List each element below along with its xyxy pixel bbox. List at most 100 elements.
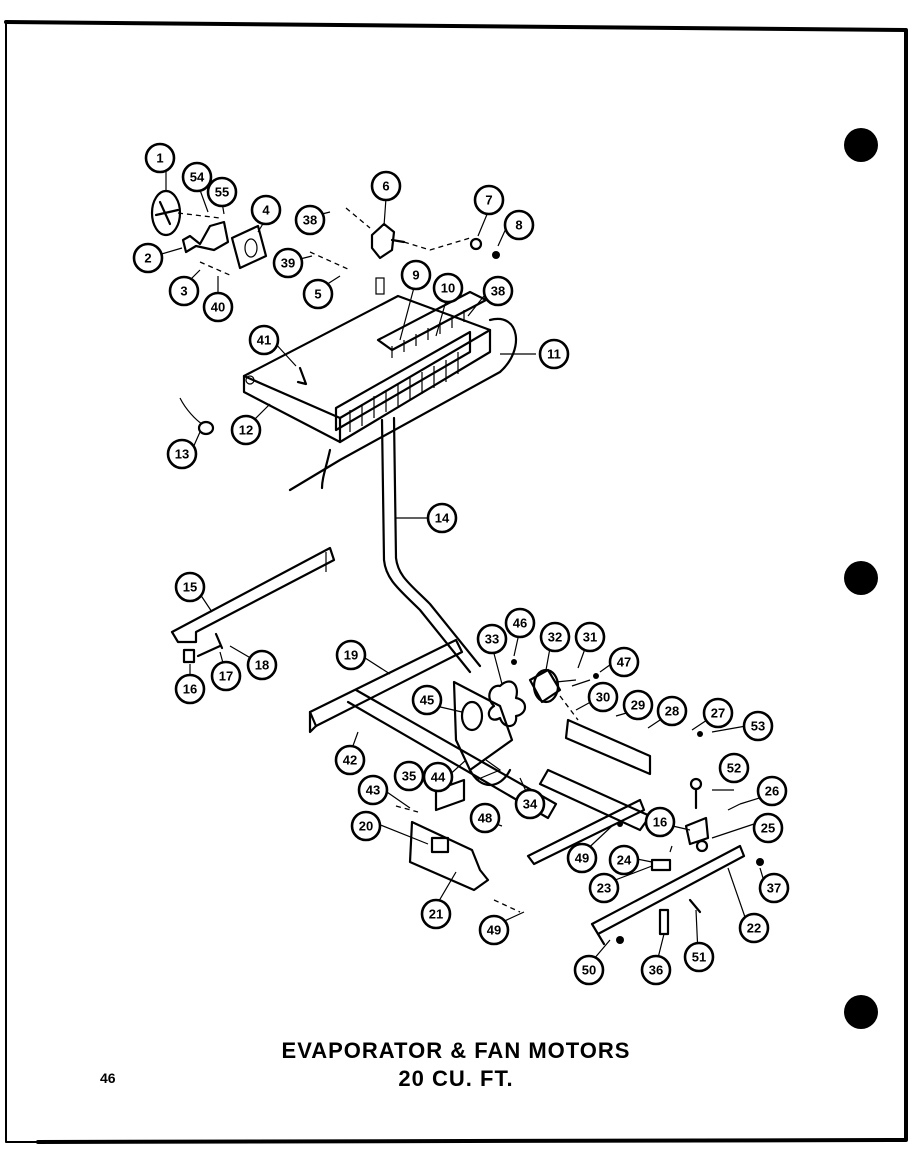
callout-label: 40	[211, 300, 225, 315]
callout-27: 27	[702, 697, 734, 729]
diagram-title: EVAPORATOR & FAN MOTORS	[281, 1038, 631, 1063]
callout-37: 37	[758, 872, 790, 904]
callout-35: 35	[393, 760, 425, 792]
callout-label: 46	[513, 616, 527, 631]
callout-label: 49	[487, 923, 501, 938]
drain-tube	[380, 416, 482, 674]
evaporator-fan	[487, 659, 599, 728]
callout-label: 33	[485, 632, 499, 647]
callout-30: 30	[587, 681, 619, 713]
page-number: 46	[100, 1070, 116, 1086]
callout-18: 18	[246, 649, 278, 681]
callout-19: 19	[335, 639, 367, 671]
callout-label: 5	[314, 287, 321, 302]
callout-23: 23	[588, 872, 620, 904]
callout-label: 55	[215, 185, 229, 200]
callout-label: 31	[583, 630, 597, 645]
fan-motor-frame	[308, 638, 652, 866]
callout-label: 15	[183, 580, 197, 595]
callout-label: 38	[491, 284, 505, 299]
callout-34: 34	[514, 788, 546, 820]
callout-53: 53	[742, 710, 774, 742]
callout-36: 36	[640, 954, 672, 986]
diagram-subtitle: 20 CU. FT.	[398, 1066, 514, 1091]
callout-39: 39	[272, 247, 304, 279]
callout-2: 2	[132, 242, 164, 274]
callout-33: 33	[476, 623, 508, 655]
callout-49: 49	[478, 914, 510, 946]
callout-label: 48	[478, 811, 492, 826]
callout-20: 20	[350, 810, 382, 842]
callout-label: 4	[262, 203, 270, 218]
callout-label: 27	[711, 706, 725, 721]
callout-label: 20	[359, 819, 373, 834]
callout-label: 30	[596, 690, 610, 705]
callout-45: 45	[411, 684, 443, 716]
support-bracket	[590, 731, 764, 946]
callout-51: 51	[683, 941, 715, 973]
page-frame	[4, 20, 908, 1144]
callout-15: 15	[174, 571, 206, 603]
callout-10: 10	[432, 272, 464, 304]
callout-24: 24	[608, 844, 640, 876]
callout-label: 54	[190, 170, 205, 185]
callout-32: 32	[539, 621, 571, 653]
callout-38: 38	[482, 275, 514, 307]
callout-28: 28	[656, 695, 688, 727]
callout-label: 2	[144, 251, 151, 266]
callout-label: 18	[255, 658, 269, 673]
callout-label: 6	[382, 179, 389, 194]
callout-label: 8	[515, 218, 522, 233]
callout-29: 29	[622, 689, 654, 721]
callout-label: 22	[747, 921, 761, 936]
callout-54: 54	[181, 161, 213, 193]
callout-26: 26	[756, 775, 788, 807]
callout-label: 14	[435, 511, 450, 526]
callout-label: 28	[665, 704, 679, 719]
callout-22: 22	[738, 912, 770, 944]
callout-42: 42	[334, 744, 366, 776]
callout-label: 42	[343, 753, 357, 768]
callout-label: 41	[257, 333, 271, 348]
callout-label: 13	[175, 447, 189, 462]
callout-label: 24	[617, 853, 632, 868]
callout-label: 12	[239, 423, 253, 438]
callout-label: 3	[180, 284, 187, 299]
callout-11: 11	[538, 338, 570, 370]
callout-44: 44	[422, 761, 454, 793]
callout-label: 34	[523, 797, 538, 812]
callout-12: 12	[230, 414, 262, 446]
callout-4: 4	[250, 194, 282, 226]
callout-label: 52	[727, 761, 741, 776]
callout-21: 21	[420, 898, 452, 930]
callout-label: 44	[431, 770, 446, 785]
callout-label: 49	[575, 851, 589, 866]
callout-label: 25	[761, 821, 775, 836]
fan-blade-assembly	[150, 189, 268, 277]
callout-label: 29	[631, 698, 645, 713]
callout-5: 5	[302, 278, 334, 310]
drain-plug	[179, 397, 215, 436]
callout-label: 37	[767, 881, 781, 896]
callout-55: 55	[206, 176, 238, 208]
callout-label: 26	[765, 784, 779, 799]
callout-label: 39	[281, 256, 295, 271]
callout-48: 48	[469, 802, 501, 834]
callout-label: 51	[692, 950, 706, 965]
callout-label: 16	[653, 815, 667, 830]
callout-3: 3	[168, 275, 200, 307]
callout-46: 46	[504, 607, 536, 639]
callout-16: 16	[644, 806, 676, 838]
callout-label: 32	[548, 630, 562, 645]
callout-6: 6	[370, 170, 402, 202]
callout-25: 25	[752, 812, 784, 844]
callout-label: 43	[366, 783, 380, 798]
callout-52: 52	[718, 752, 750, 784]
callout-label: 47	[617, 655, 631, 670]
callout-label: 9	[412, 268, 419, 283]
callout-label: 19	[344, 648, 358, 663]
callout-label: 35	[402, 769, 416, 784]
callout-label: 1	[156, 151, 163, 166]
callout-17: 17	[210, 660, 242, 692]
